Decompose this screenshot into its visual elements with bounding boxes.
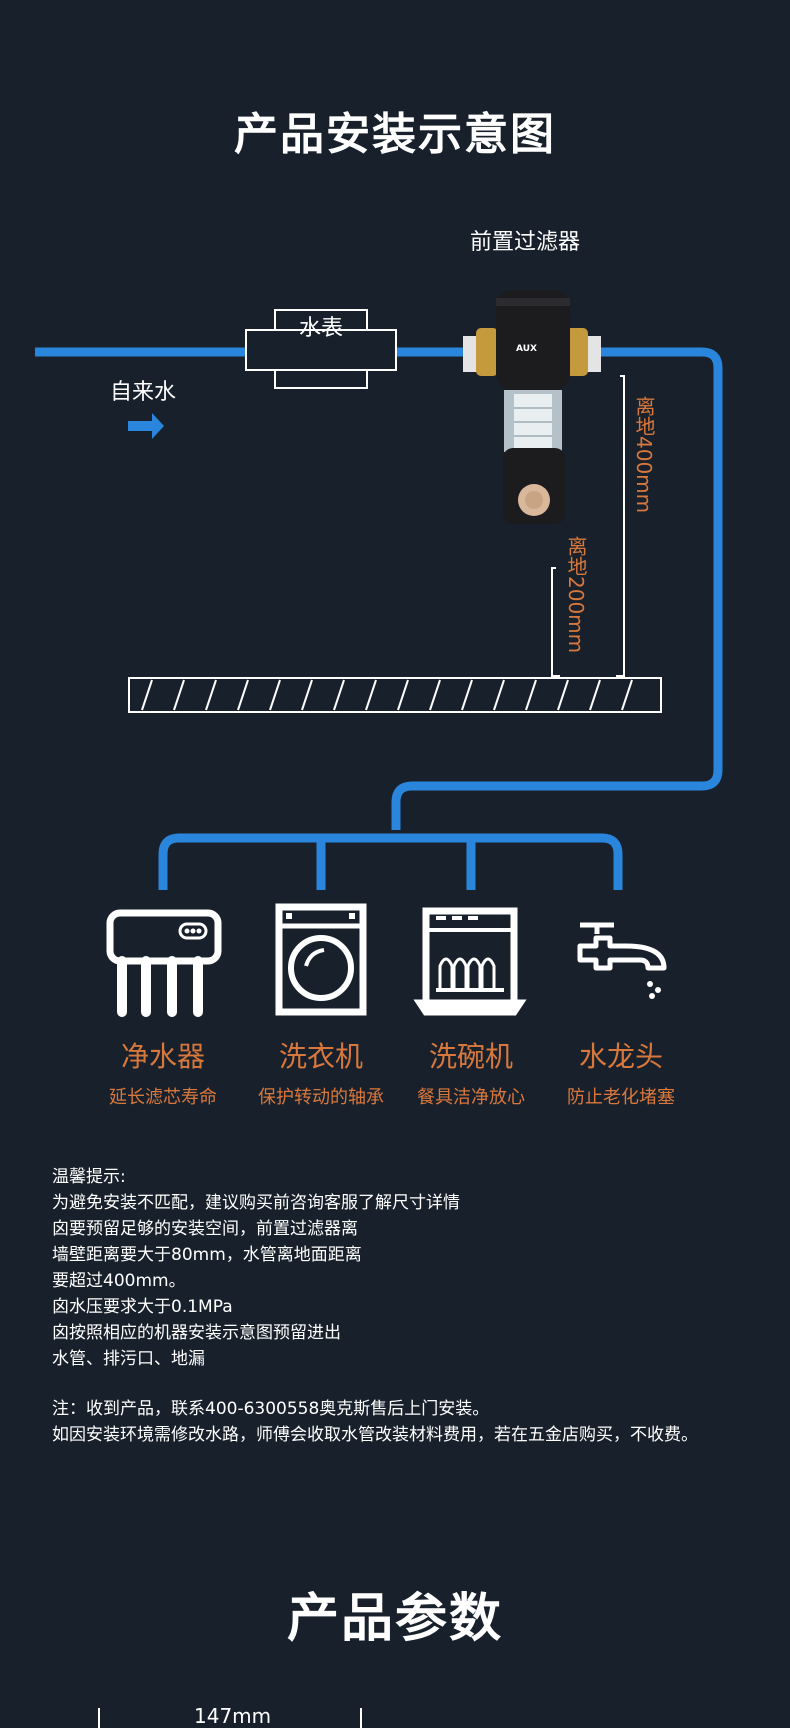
fee-note: 如因安装环境需修改水路，师傅会收取水管改装材料费用，若在五金店购买，不收费。 (52, 1425, 698, 1445)
device-desc-washer: 保护转动的轴承 (258, 1087, 384, 1108)
tips-line: 要超过400mm。 (52, 1271, 186, 1291)
water-meter (245, 309, 397, 389)
faucet-icon (577, 922, 667, 971)
tips-line: 囟按照相应的机器安装示意图预留进出 (52, 1323, 341, 1343)
install-note: 注：收到产品，联系400-6300558奥克斯售后上门安装。 (52, 1399, 490, 1419)
height-400-line (616, 375, 625, 677)
device-name-washer: 洗衣机 (278, 1040, 363, 1073)
device-desc-purifier: 延长滤芯寿命 (109, 1087, 217, 1108)
tips-line: 囟要预留足够的安装空间，前置过滤器离 (52, 1219, 358, 1239)
water-pipe (35, 347, 723, 830)
tips-line: 水管、排污口、地漏 (52, 1349, 205, 1369)
dishwasher-icon (413, 907, 527, 1016)
device-name-dishwasher: 洗碗机 (428, 1040, 513, 1073)
filter-label: 前置过滤器 (470, 230, 581, 255)
device-desc-faucet: 防止老化堵塞 (567, 1087, 675, 1108)
dimension-tick-left (98, 1708, 100, 1728)
flow-arrow-icon (128, 413, 164, 439)
tips-line: 墙壁距离要大于80mm，水管离地面距离 (52, 1245, 362, 1265)
tips-heading: 温馨提示: (52, 1167, 126, 1187)
height-400-label: 离地400mm (632, 396, 656, 514)
tips-block: 温馨提示: 为避免安装不匹配，建议购买前咨询客服了解尺寸详情 囟要预留足够的安装… (52, 1164, 460, 1372)
device-name-faucet: 水龙头 (578, 1040, 663, 1073)
dimension-label: 147mm (194, 1704, 272, 1728)
water-purifier-icon (106, 909, 222, 1017)
washing-machine-icon (275, 903, 367, 1016)
dimension-tick-right (360, 1708, 362, 1728)
water-meter-label: 水表 (298, 316, 343, 341)
tips-line: 为避免安装不匹配，建议购买前咨询客服了解尺寸详情 (52, 1193, 460, 1213)
device-name-purifier: 净水器 (120, 1040, 205, 1073)
branch-pipe (158, 833, 623, 890)
device-desc-dishwasher: 餐具洁净放心 (417, 1087, 525, 1108)
filter-brand-logo: AUX (516, 344, 537, 354)
install-title: 产品安装示意图 (234, 109, 556, 160)
pre-filter-device (463, 290, 601, 524)
tap-water-label: 自来水 (110, 380, 177, 405)
height-200-line (551, 567, 560, 677)
tips-line: 囟水压要求大于0.1MPa (52, 1297, 233, 1317)
floor-hatch (128, 677, 662, 713)
params-title: 产品参数 (286, 1589, 503, 1649)
notes-block: 注：收到产品，联系400-6300558奥克斯售后上门安装。 如因安装环境需修改… (52, 1396, 698, 1448)
height-200-label: 离地200mm (564, 536, 588, 654)
